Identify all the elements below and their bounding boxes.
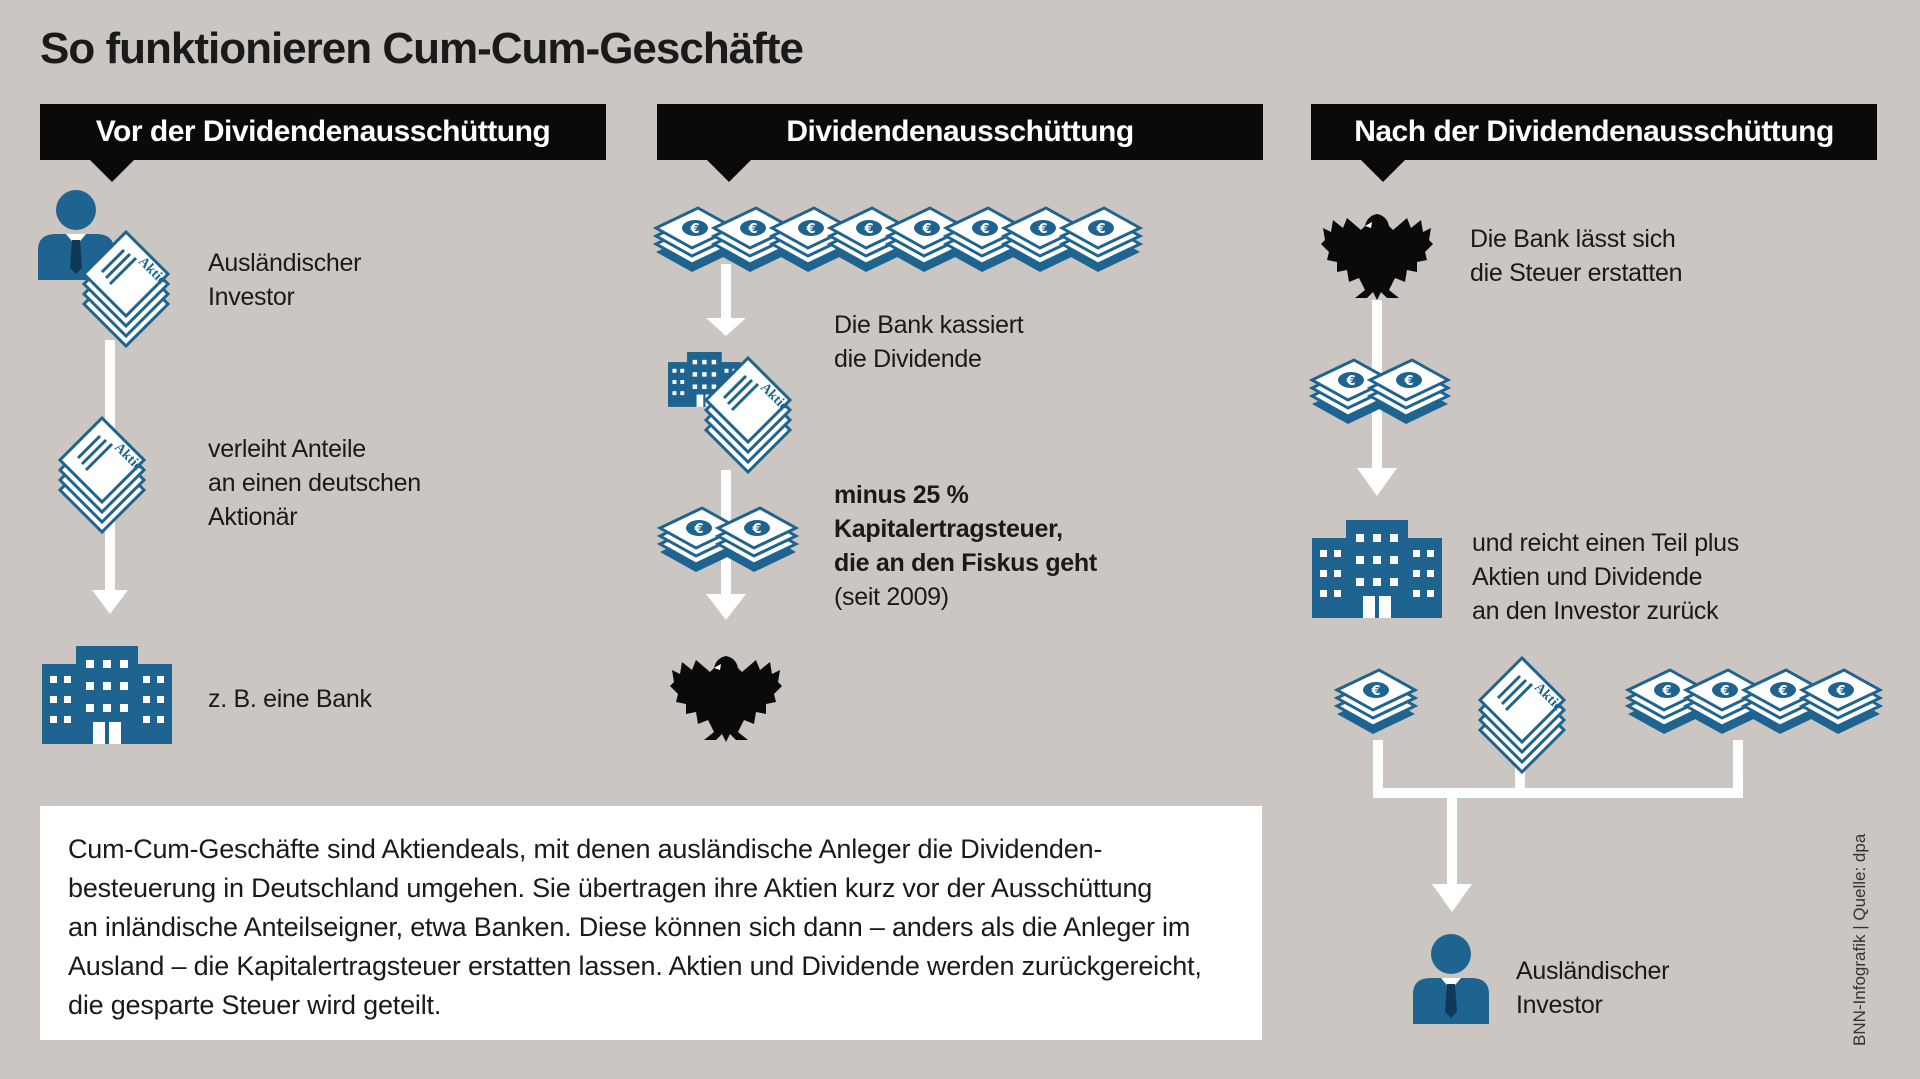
header-before: Vor der Dividendenausschüttung xyxy=(40,104,606,182)
arrow-down-after-1 xyxy=(1357,468,1397,496)
explanation-box: Cum-Cum-Geschäfte sind Aktiendeals, mit … xyxy=(40,806,1262,1040)
label-capital-gains-tax: minus 25 % Kapitalertragsteuer, die an d… xyxy=(834,481,1097,611)
connector-line-after-2 xyxy=(1447,798,1457,884)
bank-building-icon xyxy=(42,646,172,744)
branch-left xyxy=(1373,740,1383,788)
header-during: Dividendenausschüttung xyxy=(657,104,1263,182)
person-icon xyxy=(1413,934,1489,1024)
header-after: Nach der Dividendenausschüttung xyxy=(1311,104,1877,182)
page-title: So funktionieren Cum-Cum-Geschäfte xyxy=(40,24,804,73)
label-tax-refund: Die Bank lässt sich die Steuer erstatten xyxy=(1470,225,1683,287)
label-investor-before: Ausländischer Investor xyxy=(208,249,362,311)
euro-stack-icon xyxy=(1802,670,1880,734)
federal-eagle-icon xyxy=(1321,214,1433,300)
federal-eagle-icon xyxy=(670,656,782,742)
label-bank-collects: Die Bank kassiert die Dividende xyxy=(834,311,1024,373)
arrow-down-during-2 xyxy=(706,594,746,620)
branch-bar xyxy=(1373,788,1743,798)
share-stack-icon xyxy=(1480,658,1565,772)
euro-stack-icon xyxy=(1062,208,1140,272)
label-bank-example: z. B. eine Bank xyxy=(208,685,372,713)
label-returns-share: und reicht einen Teil plus Aktien und Di… xyxy=(1472,529,1739,625)
branch-right xyxy=(1733,740,1743,788)
arrow-down-before xyxy=(92,590,128,614)
arrow-down-after-2 xyxy=(1432,884,1472,912)
source-credit: BNN-Infografik | Quelle: dpa xyxy=(1850,833,1869,1046)
bank-building-icon xyxy=(1312,520,1442,618)
euro-stack-icon xyxy=(1337,670,1415,734)
connector-line-during-1 xyxy=(721,264,731,318)
euro-stack-row xyxy=(656,208,1140,272)
arrow-down-during-1 xyxy=(706,318,746,336)
label-lends-shares: verleiht Anteile an einen deutschen Akti… xyxy=(208,435,421,531)
label-investor-after: Ausländischer Investor xyxy=(1516,957,1670,1019)
share-stack-icon xyxy=(60,418,145,532)
